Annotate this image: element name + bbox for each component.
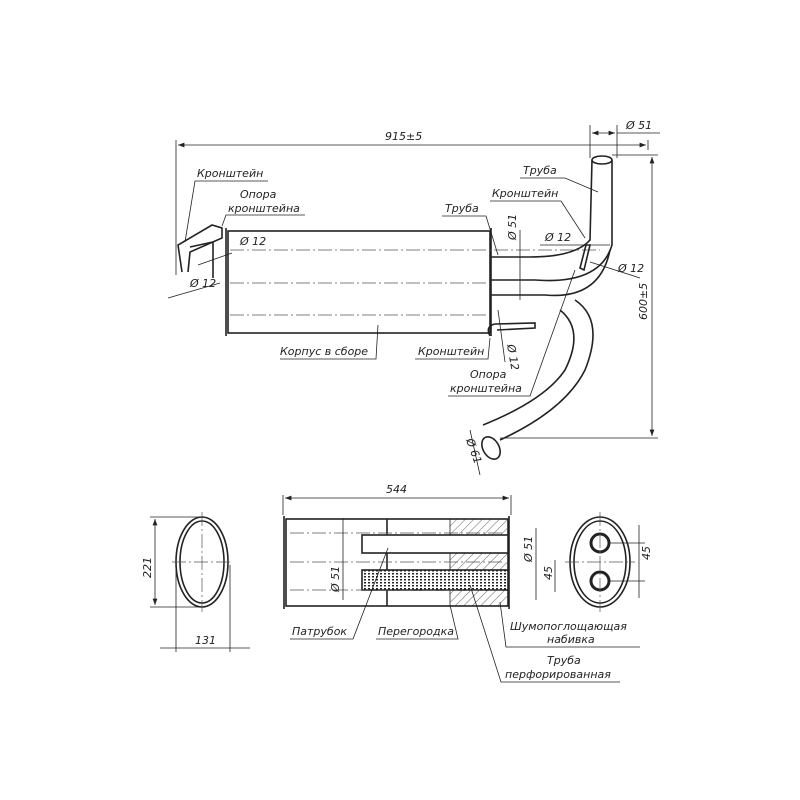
leader	[499, 601, 640, 648]
inlet-diameter: Ø 61	[463, 436, 485, 466]
pipe-bracket	[579, 244, 592, 272]
leader	[442, 215, 499, 256]
left-bracket-dia-1: Ø 12	[239, 235, 266, 248]
outlet-opening	[591, 155, 613, 165]
end-width: 131	[195, 634, 216, 647]
leader	[415, 337, 491, 360]
end-view-left: 221 131	[141, 512, 250, 652]
perforated-tube	[361, 569, 509, 591]
perforated-diameter: Ø 51	[329, 566, 342, 593]
pipe-upper-inner	[491, 159, 593, 258]
muffler-body	[227, 230, 491, 334]
section-spacing: 45	[542, 566, 555, 580]
nozzle-diameter: Ø 51	[522, 536, 535, 563]
leader	[448, 269, 576, 397]
leader	[280, 324, 379, 360]
section-length: 544	[386, 483, 407, 496]
dim-line	[167, 282, 221, 299]
section-view: 544 Ø 51 Ø 51 45 Патрубок Перегородка Шу…	[282, 483, 640, 683]
leader	[469, 584, 620, 683]
pipe-bracket-dia: Ø 12	[544, 231, 571, 244]
label-absorbing-1: Шумопоглощающая	[510, 620, 627, 633]
pipe-lower-inner	[482, 309, 575, 426]
label-perforated-1: Труба	[547, 654, 581, 667]
label-pipe-upper: Труба	[523, 164, 557, 177]
height-dimension: 600±5	[637, 283, 650, 320]
hole-spacing: 45	[640, 546, 653, 560]
pipe-diameter: Ø 51	[506, 214, 519, 241]
leader	[520, 177, 599, 193]
pipe-bend-dia: Ø 12	[617, 262, 644, 275]
dim-line	[469, 429, 481, 476]
label-support-left-1: Опора	[240, 188, 277, 201]
left-bracket	[177, 224, 223, 273]
label-perforated-2: перфорированная	[505, 668, 611, 681]
pipe-upper-outer	[491, 160, 613, 282]
label-bracket-left: Кронштейн	[197, 167, 263, 180]
dim-line	[589, 261, 641, 279]
leader	[290, 547, 389, 640]
outlet-diameter: Ø 51	[625, 119, 652, 132]
end-height: 221	[141, 557, 154, 578]
leader	[490, 200, 586, 239]
absorbing-fill	[450, 519, 507, 606]
leader	[221, 214, 305, 227]
left-bracket-dia-2: Ø 12	[189, 277, 216, 290]
label-body: Корпус в сборе	[280, 345, 368, 358]
lower-bracket	[487, 322, 536, 337]
pipe-lower-outer	[499, 299, 594, 441]
inlet-opening	[481, 436, 501, 460]
label-absorbing-2: набивка	[547, 633, 595, 646]
lower-bracket-dia: Ø 12	[504, 342, 522, 371]
label-support-lower-1: Опора	[470, 368, 507, 381]
label-bracket-right: Кронштейн	[492, 187, 558, 200]
label-support-lower-2: кронштейна	[450, 382, 522, 395]
top-view: 915±5 Ø 51 600±5 Ø 12 Ø 12	[167, 119, 660, 476]
label-bracket-lower: Кронштейн	[418, 345, 484, 358]
dim-line	[497, 309, 506, 363]
section-shell	[285, 518, 509, 607]
label-partition: Перегородка	[378, 625, 454, 638]
leader	[376, 604, 459, 640]
dim-line	[197, 252, 233, 266]
end-view-right: 45	[565, 512, 653, 612]
label-nozzle: Патрубок	[292, 625, 347, 638]
pipe-loop	[491, 249, 611, 297]
overall-length: 915±5	[385, 130, 422, 143]
label-pipe-middle: Труба	[445, 202, 479, 215]
left-bracket-support	[189, 241, 214, 278]
label-support-left-2: кронштейна	[228, 202, 300, 215]
leader	[184, 180, 268, 243]
nozzle	[361, 534, 509, 554]
